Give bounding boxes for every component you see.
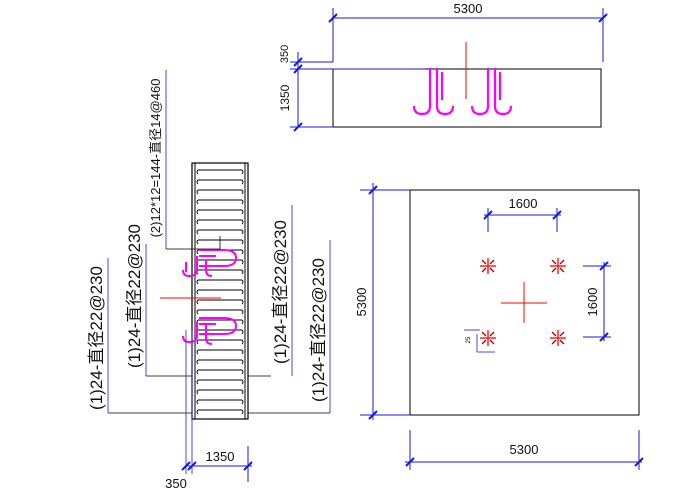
plan-width-dimension bbox=[405, 430, 644, 470]
stirrup-line bbox=[196, 389, 244, 395]
stirrup-line bbox=[196, 219, 244, 225]
stirrup-line bbox=[196, 359, 244, 365]
stirrup-line bbox=[196, 289, 244, 295]
stirrup-line bbox=[196, 409, 244, 415]
plan-pile-spacing-x-dimension bbox=[483, 208, 562, 232]
elevation-pile-rebar bbox=[412, 68, 513, 116]
section-width-dimension bbox=[181, 446, 253, 482]
plan-height-dimension bbox=[360, 183, 410, 420]
plan-pile-top-left bbox=[480, 258, 496, 274]
stirrup-line bbox=[196, 209, 244, 215]
elevation-width-dimension bbox=[328, 8, 608, 62]
elevation-width-label: 5300 bbox=[454, 1, 483, 16]
stirrup-line bbox=[196, 269, 244, 275]
section-leaders-blue bbox=[107, 70, 331, 474]
plan-pile-bottom-left bbox=[480, 330, 496, 346]
plan-width-label: 5300 bbox=[510, 442, 539, 457]
stirrup-line bbox=[196, 369, 244, 375]
section-outline bbox=[191, 162, 249, 420]
rebar-label-left-outer: (1)24-直径22@230 bbox=[87, 266, 106, 410]
rebar-label-left-inner: (1)24-直径22@230 bbox=[125, 224, 144, 368]
rebar-label-stirrup: (2)12*12=144-直径14@460 bbox=[148, 79, 163, 238]
stirrup-line bbox=[196, 349, 244, 355]
section-stirrups bbox=[196, 169, 244, 415]
rebar-label-right-outer: (1)24-直径22@230 bbox=[309, 258, 328, 402]
elevation-view: 5300 350 1350 bbox=[278, 1, 608, 132]
stirrup-line bbox=[196, 169, 244, 175]
plan-pile-top-right bbox=[550, 258, 566, 274]
elevation-cover-label: 350 bbox=[279, 45, 291, 63]
stirrup-line bbox=[196, 299, 244, 305]
rebar-label-right-inner: (1)24-直径22@230 bbox=[271, 220, 290, 364]
section-pile-rebar bbox=[182, 249, 238, 345]
plan-cap-outline bbox=[409, 189, 640, 416]
section-cover-label: 350 bbox=[165, 476, 187, 491]
stirrup-line bbox=[196, 339, 244, 345]
stirrup-line bbox=[196, 379, 244, 385]
elevation-cap-outline bbox=[332, 68, 602, 128]
plan-pile-spacing-x-label: 1600 bbox=[509, 196, 538, 211]
stirrup-line bbox=[196, 279, 244, 285]
plan-pile-spacing-y-label: 1600 bbox=[585, 288, 600, 317]
elevation-height-label: 1350 bbox=[278, 84, 292, 111]
stirrup-line bbox=[196, 229, 244, 235]
stirrup-line bbox=[196, 199, 244, 205]
plan-pile-spacing-y-dimension bbox=[583, 261, 611, 342]
plan-height-label: 5300 bbox=[354, 288, 369, 317]
section-leaders bbox=[108, 236, 330, 414]
section-view: (1)24-直径22@230 (1)24-直径22@230 (2)12*12=1… bbox=[87, 70, 331, 491]
stirrup-line bbox=[196, 399, 244, 405]
stirrup-line bbox=[196, 309, 244, 315]
plan-view: 5300 5300 1600 1600 bbox=[354, 183, 644, 470]
plan-pile-edge-dimension bbox=[464, 329, 495, 353]
plan-center-mark bbox=[501, 282, 547, 323]
stirrup-line bbox=[196, 179, 244, 185]
stirrup-line bbox=[196, 189, 244, 195]
elevation-height-dimension bbox=[290, 52, 425, 132]
plan-pile-edge-label: 25 bbox=[466, 336, 472, 343]
plan-pile-bottom-right bbox=[550, 330, 566, 346]
section-width-label: 1350 bbox=[206, 449, 235, 464]
